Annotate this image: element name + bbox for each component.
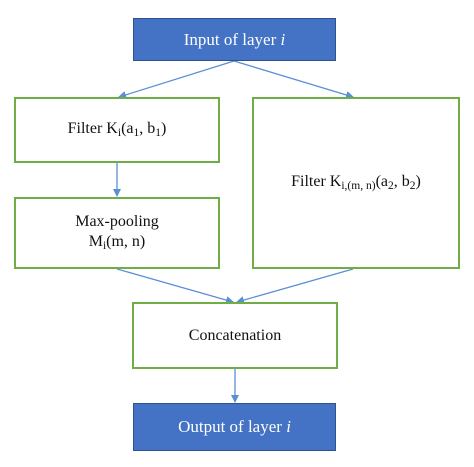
arrow-input-to-filter2 [233,60,354,99]
arrow-filter2-to-concat [236,268,354,304]
output-layer-label: Output of layer i [178,417,291,437]
maxpool-formula: Mi(m, n) [88,233,146,253]
input-layer-node: Input of layer i [133,18,336,61]
filter2-label: Filter Ki,(m, n)(a2, b2) [291,173,421,193]
filter1-label: Filter Ki(a1, b1) [67,120,167,140]
arrow-input-to-filter1 [118,60,235,99]
maxpool-title: Max-pooling [75,213,159,231]
input-layer-label: Input of layer i [183,29,286,49]
filter1-node: Filter Ki(a1, b1) [14,97,220,163]
filter2-node: Filter Ki,(m, n)(a2, b2) [252,97,460,269]
output-layer-node: Output of layer i [133,403,336,451]
concatenation-node: Concatenation [132,302,338,369]
concatenation-label: Concatenation [188,326,282,344]
arrow-maxpool-to-concat [116,268,234,304]
maxpool-node: Max-pooling Mi(m, n) [14,197,220,269]
